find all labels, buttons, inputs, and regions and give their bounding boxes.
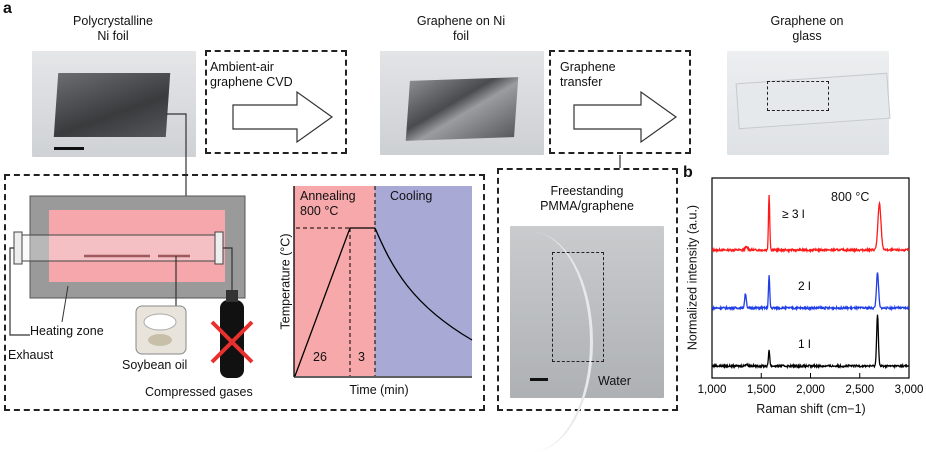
time-xlabel: Time (min) bbox=[349, 383, 409, 397]
temperature-profile bbox=[293, 186, 473, 378]
freestanding-title-line1: Freestanding bbox=[550, 184, 624, 198]
segment-1-label: 26 bbox=[313, 350, 327, 364]
ni-foil-title-line1: Polycrystalline bbox=[73, 14, 153, 28]
spectrum-line bbox=[711, 194, 910, 254]
x-tick-label: 2,500 bbox=[845, 384, 874, 396]
cvd-label: Ambient-air graphene CVD bbox=[210, 60, 320, 90]
transfer-step-box bbox=[549, 50, 691, 154]
gas-line bbox=[223, 247, 233, 290]
series-label: ≥ 3 l bbox=[782, 207, 805, 221]
heating-zone-region bbox=[49, 210, 225, 282]
cooling-curve bbox=[374, 227, 473, 341]
graphene-on-ni-title: Graphene on Ni foil bbox=[396, 14, 526, 44]
scale-bar bbox=[54, 147, 84, 150]
furnace-diagram bbox=[9, 195, 254, 378]
dish-edge bbox=[470, 232, 593, 452]
raman-chart: 1,000 1,500 2,000 2,500 3,000 ≥ 3 l 2 l 1 l bbox=[698, 177, 924, 396]
heating-zone-pointer bbox=[61, 285, 69, 323]
graphene-on-ni-title-line2: foil bbox=[453, 29, 469, 43]
x-tick-label: 3,000 bbox=[895, 384, 924, 396]
exhaust-label: Exhaust bbox=[8, 348, 54, 362]
ni-foil-photo bbox=[32, 51, 196, 157]
annealing-label: Annealing 800 °C bbox=[300, 189, 356, 219]
freestanding-photo: Water bbox=[510, 226, 664, 452]
exhaust-line bbox=[9, 247, 30, 336]
cooling-label: Cooling bbox=[390, 189, 433, 203]
cooling-region bbox=[375, 186, 472, 376]
photo-scale-bar bbox=[530, 378, 548, 381]
spectrum-line bbox=[711, 272, 910, 312]
cvd-label-line1: Ambient-air bbox=[210, 60, 274, 74]
series-label: 2 l bbox=[798, 279, 811, 293]
water-label: Water bbox=[598, 374, 631, 388]
raman-ylabel: Normalized intensity (a.u.) bbox=[685, 204, 700, 351]
graphene-on-ni-title-line1: Graphene on Ni bbox=[416, 14, 506, 28]
temperature-annotation: 800 °C bbox=[831, 190, 870, 204]
graphene-on-ni-photo bbox=[380, 51, 544, 155]
graphene-on-glass-photo bbox=[727, 51, 891, 155]
graphene-on-glass-title-line2: glass bbox=[792, 29, 822, 43]
transfer-arrow-icon bbox=[573, 90, 678, 144]
graphene-on-glass-title: Graphene on glass bbox=[742, 14, 872, 44]
transfer-label: Graphene transfer bbox=[560, 60, 670, 90]
film-region-box bbox=[552, 252, 604, 362]
cvd-label-line2: graphene CVD bbox=[210, 75, 293, 89]
freestanding-title: Freestanding PMMA/graphene bbox=[517, 184, 657, 214]
panel-a-letter: a bbox=[3, 0, 12, 17]
spectrum-line bbox=[711, 314, 910, 370]
graphene-on-glass-title-line1: Graphene on bbox=[770, 14, 844, 28]
segment-2-label: 3 bbox=[358, 350, 365, 364]
x-tick-label: 1,500 bbox=[747, 384, 776, 396]
series-label: 1 l bbox=[798, 337, 811, 351]
x-tick-label: 2,000 bbox=[796, 384, 825, 396]
annealing-label-line1: Annealing bbox=[300, 189, 356, 203]
transfer-label-line2: transfer bbox=[560, 75, 603, 89]
cvd-step-box bbox=[205, 50, 347, 154]
heating-zone-label: Heating zone bbox=[30, 324, 104, 338]
ni-foil-title: Polycrystalline Ni foil bbox=[48, 14, 178, 44]
gas-cylinder-icon bbox=[210, 290, 254, 378]
soybean-oil-label: Soybean oil bbox=[122, 358, 188, 372]
ni-foil-title-line2: Ni foil bbox=[97, 29, 129, 43]
cvd-arrow-icon bbox=[232, 90, 334, 144]
panel-b-letter: b bbox=[683, 164, 693, 181]
raman-xlabel: Raman shift (cm−1) bbox=[756, 402, 866, 416]
graphene-region-box bbox=[767, 81, 829, 111]
annealing-label-line2: 800 °C bbox=[300, 204, 339, 218]
x-tick-label: 1,000 bbox=[698, 384, 727, 396]
annealing-region bbox=[294, 186, 375, 376]
compressed-gases-label: Compressed gases bbox=[145, 385, 253, 399]
freestanding-title-line2: PMMA/graphene bbox=[540, 199, 634, 213]
soybean-oil-jar-icon bbox=[135, 305, 187, 355]
transfer-label-line1: Graphene bbox=[560, 60, 616, 74]
